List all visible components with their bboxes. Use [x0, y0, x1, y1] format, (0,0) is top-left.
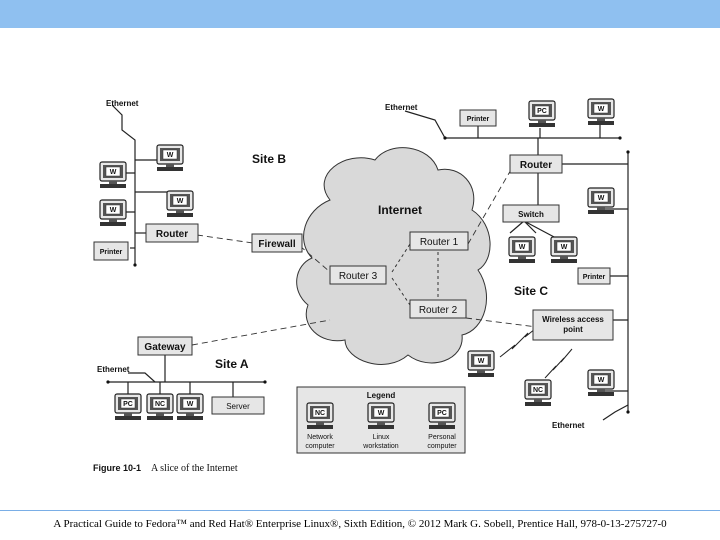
figure-caption: A slice of the Internet	[151, 463, 238, 474]
site-b-label: Site B	[252, 152, 286, 166]
router-2-label: Router 2	[419, 305, 458, 316]
firewall-label: Firewall	[258, 239, 295, 250]
bus-terminators	[106, 136, 630, 414]
site-c-printer-right	[577, 267, 611, 285]
svg-text:NC: NC	[155, 401, 165, 408]
switch	[502, 204, 560, 223]
svg-text:W: W	[598, 195, 605, 202]
pc-icon: PC	[428, 402, 456, 430]
svg-text:NC: NC	[315, 410, 325, 417]
workstation-icon: W	[156, 144, 184, 172]
svg-text:W: W	[598, 106, 605, 113]
workstation-icon: W	[587, 98, 615, 126]
legend-w-line2: workstation	[362, 443, 399, 450]
slide-footer: A Practical Guide to Fedora™ and Red Hat…	[53, 518, 667, 530]
router-1	[409, 231, 469, 251]
internet-cloud	[296, 147, 491, 365]
svg-text:W: W	[519, 244, 526, 251]
figure-number: Figure 10-1	[93, 463, 141, 473]
legend-nc-line2: computer	[305, 443, 335, 450]
workstation-icon: W	[166, 190, 194, 218]
network-computer-icon: NC	[524, 379, 552, 407]
workstation-icon: W	[99, 161, 127, 189]
legend-pc-line2: computer	[427, 443, 457, 450]
ethernet-label: Ethernet	[97, 365, 130, 374]
site-b-printer	[93, 241, 129, 261]
site-c-printer-top	[459, 109, 497, 127]
legend: Legend NC W PC Network computer Linux wo…	[296, 386, 466, 454]
internet-label: Internet	[378, 203, 422, 217]
router-1-label: Router 1	[420, 237, 459, 248]
server-label: Server	[226, 402, 250, 411]
svg-text:W: W	[110, 207, 117, 214]
legend-nc-line1: Network	[307, 434, 333, 441]
router-3-label: Router 3	[339, 271, 378, 282]
network-computer-icon: NC	[306, 402, 334, 430]
workstation-icon: W	[99, 199, 127, 227]
svg-text:W: W	[598, 377, 605, 384]
ethernet-label: Ethernet	[106, 99, 139, 108]
printer-label: Printer	[467, 116, 490, 123]
router-3	[329, 265, 387, 285]
site-a-lan	[108, 355, 265, 397]
svg-text:W: W	[478, 358, 485, 365]
site-c-lan-top	[404, 110, 628, 239]
workstation-icon: W	[550, 236, 578, 264]
workstation-icon: W	[587, 187, 615, 215]
pc-icon: PC	[528, 100, 556, 128]
wan-links	[191, 167, 546, 346]
site-c-label: Site C	[514, 284, 548, 298]
footer-divider	[0, 510, 720, 511]
ethernet-label: Ethernet	[552, 421, 585, 430]
wireless-access-point	[532, 309, 614, 341]
printer-label: Printer	[100, 249, 123, 256]
svg-text:NC: NC	[533, 387, 543, 394]
svg-text:W: W	[378, 410, 385, 417]
site-c-router-label: Router	[520, 160, 552, 171]
svg-text:PC: PC	[537, 108, 547, 115]
gateway-label: Gateway	[144, 342, 186, 353]
svg-text:PC: PC	[437, 410, 447, 417]
pc-icon: PC	[114, 393, 142, 421]
site-b-router-label: Router	[156, 229, 188, 240]
router-2	[409, 299, 467, 319]
legend-pc-line1: Personal	[428, 434, 456, 441]
svg-text:W: W	[110, 169, 117, 176]
workstation-icon: W	[176, 393, 204, 421]
wap-label-2: point	[563, 325, 583, 334]
internet-links	[391, 243, 439, 306]
workstation-icon: W	[467, 350, 495, 378]
ethernet-label: Ethernet	[385, 103, 418, 112]
gateway	[137, 336, 193, 356]
switch-label: Switch	[518, 210, 544, 219]
svg-text:W: W	[187, 401, 194, 408]
printer-label: Printer	[583, 274, 606, 281]
site-a-label: Site A	[215, 357, 249, 371]
site-c-router	[509, 154, 563, 174]
workstation-icon: W	[587, 369, 615, 397]
legend-w-line1: Linux	[373, 434, 390, 441]
svg-text:W: W	[177, 198, 184, 205]
network-diagram: Router Firewall Router 1 Router 3 Router…	[93, 98, 630, 474]
site-b-router	[145, 223, 199, 243]
svg-text:W: W	[561, 244, 568, 251]
firewall	[251, 233, 303, 253]
svg-text:W: W	[167, 152, 174, 159]
slide-header-bar	[0, 0, 720, 28]
wap-label-1: Wireless access	[542, 315, 604, 324]
server	[211, 396, 265, 415]
svg-text:PC: PC	[123, 401, 133, 408]
wireless-signal	[499, 324, 573, 379]
workstation-icon: W	[508, 236, 536, 264]
workstation-icon: W	[367, 402, 395, 430]
network-computer-icon: NC	[146, 393, 174, 421]
legend-title: Legend	[367, 391, 396, 400]
